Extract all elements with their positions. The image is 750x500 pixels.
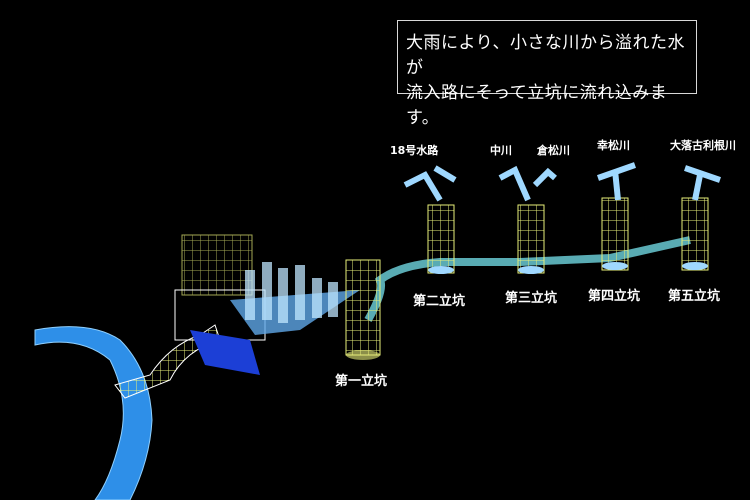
river-label-komatsu: 幸松川	[597, 139, 630, 152]
shaft-label-5: 第五立坑	[668, 289, 721, 304]
inlet-channel	[114, 324, 221, 399]
inflow-pipes	[403, 162, 721, 202]
shaft-label-2: 第二立坑	[413, 294, 466, 309]
river-label-18gou: 18号水路	[390, 144, 439, 157]
shaft-label-1: 第一立坑	[335, 374, 388, 389]
river-label-nakagawa: 中川	[490, 144, 512, 157]
shaft-2	[427, 204, 455, 274]
caption-line-1: 大雨により、小さな川から溢れた水が	[406, 33, 685, 78]
shaft-1	[345, 259, 381, 360]
caption-box: 大雨により、小さな川から溢れた水が 流入路にそって立坑に流れ込みます。	[397, 20, 697, 128]
river-label-kuramatsu: 倉松川	[537, 144, 570, 157]
shaft-5	[681, 197, 709, 271]
shaft-label-4: 第四立坑	[588, 289, 641, 304]
river-label-oootoshi-furutone: 大落古利根川	[670, 139, 736, 152]
shaft-4	[601, 197, 629, 271]
river	[34, 326, 153, 500]
shaft-label-3: 第三立坑	[505, 291, 558, 306]
shaft-3	[517, 204, 545, 274]
pump-station	[174, 234, 360, 375]
caption-line-2: 流入路にそって立坑に流れ込みます。	[406, 83, 668, 128]
